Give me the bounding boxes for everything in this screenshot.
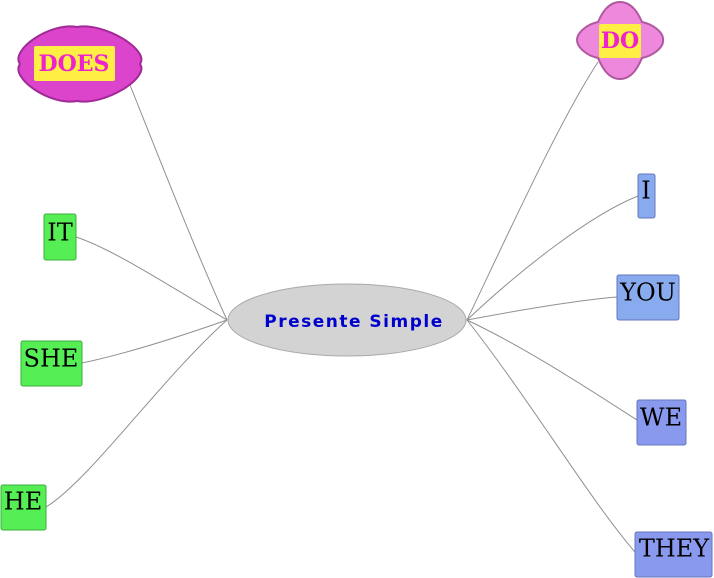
connector-i [466,195,639,321]
label-i: I [641,177,650,205]
central-node[interactable]: Presente Simple [227,283,467,357]
central-title: Presente Simple [264,312,444,332]
node-he[interactable]: HE [0,484,47,531]
connector-do [466,61,599,321]
connector-she [81,319,228,364]
label-she: SHE [24,345,79,373]
connector-he [45,319,228,508]
label-you: YOU [619,279,676,307]
node-they[interactable]: THEY [634,531,713,578]
connector-you [466,296,618,321]
label-it: IT [47,219,73,247]
do-node[interactable]: DO [575,0,665,81]
does-label: DOES [39,51,110,77]
node-we[interactable]: WE [636,399,687,446]
node-it[interactable]: IT [43,213,77,261]
node-i[interactable]: I [637,173,656,219]
connector-they [466,319,636,553]
node-she[interactable]: SHE [20,340,83,387]
label-he: HE [4,488,42,516]
do-label: DO [601,28,639,54]
node-you[interactable]: YOU [616,274,680,321]
label-they: THEY [639,535,710,563]
connector-we [466,319,638,421]
label-we: WE [640,404,682,432]
does-node[interactable]: DOES [17,25,143,103]
connector-does [127,79,228,321]
connector-it [75,236,228,321]
connectors [45,61,639,553]
